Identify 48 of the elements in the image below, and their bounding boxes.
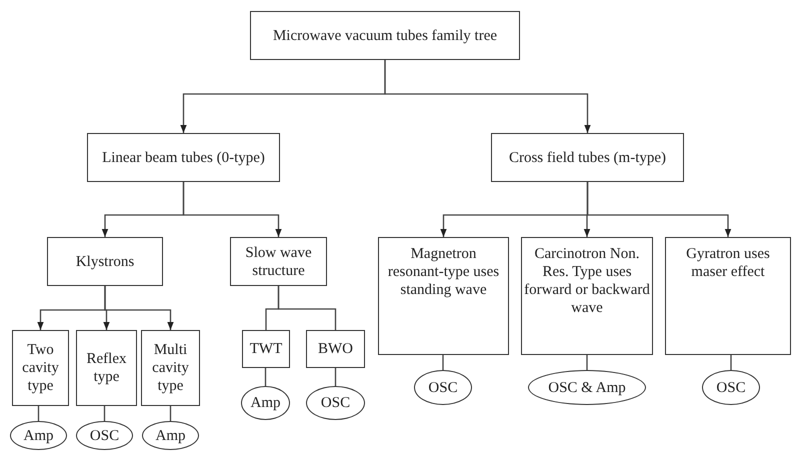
- node-label: Magnetron resonant-type uses standing wave: [386, 245, 500, 299]
- output-oval: [241, 386, 290, 420]
- node-label: Gyratron uses maser effect: [685, 245, 771, 281]
- node-label: OSC & Amp: [547, 378, 627, 396]
- category-box: [521, 237, 653, 355]
- node-label: Microwave vacuum tubes family tree: [272, 26, 498, 44]
- node-label: OSC: [88, 426, 120, 444]
- node-label: Two cavity type: [21, 341, 60, 395]
- connector-arrow: [104, 286, 174, 330]
- category-box: [141, 330, 200, 406]
- category-box: [250, 11, 520, 60]
- connector-line: [38, 406, 40, 421]
- node-label: OSC: [715, 378, 747, 396]
- category-box: [306, 330, 365, 368]
- node-label: OSC: [320, 394, 352, 412]
- connector-line: [442, 355, 444, 370]
- node-label: Cross field tubes (m-type): [508, 148, 668, 166]
- node-label: BWO: [317, 340, 354, 358]
- node-label: Reflex type: [86, 350, 128, 386]
- connector-arrow: [384, 60, 591, 133]
- node-label: Linear beam tubes (0-type): [101, 148, 266, 166]
- connector-line: [586, 355, 588, 370]
- node-label: OSC: [427, 378, 459, 396]
- connector-arrow: [586, 182, 732, 237]
- connector-line: [730, 355, 732, 370]
- category-box: [12, 330, 69, 406]
- node-label: Amp: [154, 426, 186, 444]
- category-box: [230, 237, 327, 286]
- connector-arrow: [182, 182, 282, 237]
- node-label: Slow wave structure: [244, 244, 313, 280]
- category-box: [378, 237, 509, 355]
- connector-line: [264, 368, 266, 386]
- connector-line: [334, 368, 336, 386]
- connector-line: [104, 406, 106, 421]
- node-label: Klystrons: [74, 252, 136, 270]
- connector-line: [170, 406, 172, 421]
- node-label: Amp: [250, 394, 282, 412]
- node-label: Amp: [22, 426, 54, 444]
- category-box: [491, 133, 684, 182]
- node-label: Multi cavity type: [151, 341, 190, 395]
- category-box: [76, 330, 137, 406]
- node-label: TWT: [248, 340, 284, 358]
- connector-line: [278, 286, 336, 330]
- category-box: [87, 133, 280, 182]
- category-box: [665, 237, 791, 355]
- node-label: Carcinotron Non. Res. Type uses forward or backward wave: [523, 245, 651, 317]
- category-box: [242, 330, 290, 368]
- category-box: [47, 237, 163, 286]
